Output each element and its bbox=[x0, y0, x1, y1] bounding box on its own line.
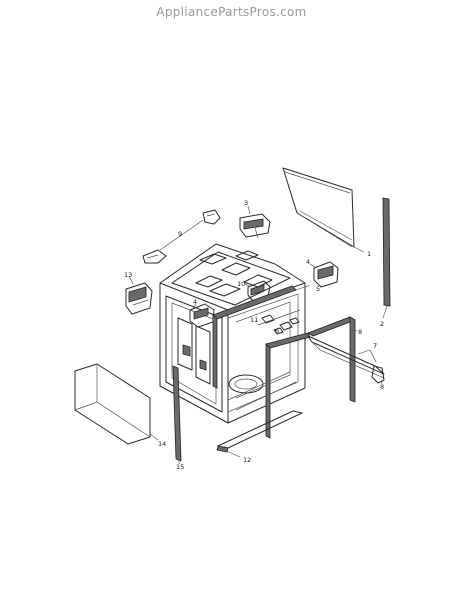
callout-4-left: 4 bbox=[193, 298, 197, 306]
dishwasher-tub bbox=[159, 243, 306, 424]
callout-6: 6 bbox=[275, 327, 279, 335]
callout-5: 5 bbox=[316, 285, 320, 293]
part-12-kick-rail bbox=[216, 410, 303, 458]
callout-15: 15 bbox=[176, 463, 184, 471]
callout-10: 10 bbox=[237, 280, 245, 288]
callout-13: 13 bbox=[124, 271, 132, 279]
callout-2: 2 bbox=[380, 320, 384, 328]
callout-labels: 1 2 3 4 4 5 6 7 8 8 9 10 11 12 13 14 15 bbox=[124, 199, 384, 471]
part-1-side-panel bbox=[282, 167, 365, 253]
part-6-11-fasteners bbox=[257, 309, 301, 335]
callout-7: 7 bbox=[373, 342, 377, 350]
callout-14: 14 bbox=[158, 440, 166, 448]
part-2-trim-strip bbox=[382, 197, 391, 319]
part-15-trim bbox=[172, 365, 182, 465]
callout-9: 9 bbox=[178, 230, 182, 238]
site-watermark: AppliancePartsPros.com bbox=[156, 5, 307, 19]
callout-11: 11 bbox=[250, 316, 258, 324]
part-14-front-panel bbox=[74, 363, 159, 445]
part-9-clips bbox=[142, 209, 221, 264]
callout-3: 3 bbox=[244, 199, 248, 207]
callout-8-lower: 8 bbox=[380, 383, 384, 391]
part-8-side-frame bbox=[265, 316, 385, 439]
part-3-bracket bbox=[239, 205, 271, 239]
callout-8-upper: 8 bbox=[358, 328, 362, 336]
callout-4-right: 4 bbox=[306, 258, 310, 266]
part-5-frame-rail bbox=[212, 284, 311, 389]
part-4-bracket-right bbox=[309, 261, 339, 288]
part-4-bracket-left bbox=[189, 303, 215, 328]
callout-12: 12 bbox=[243, 456, 251, 464]
part-13-bracket bbox=[125, 275, 153, 315]
callout-1: 1 bbox=[367, 250, 371, 258]
